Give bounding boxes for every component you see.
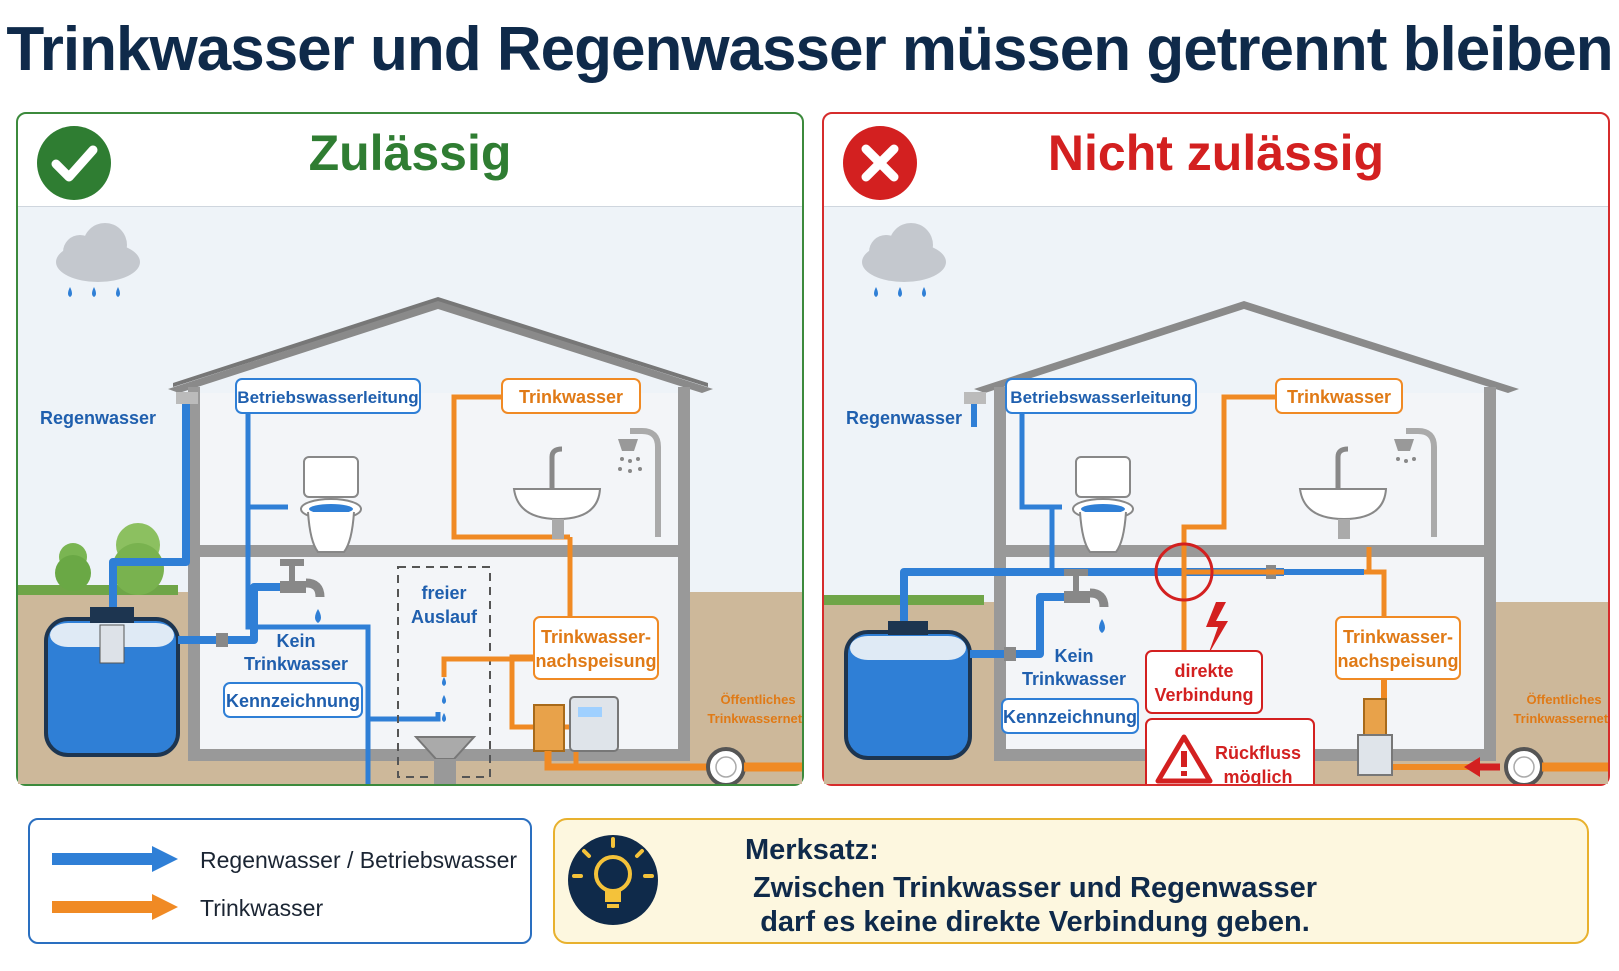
rain-cloud-icon — [56, 223, 140, 297]
label-marking: Kennzeichnung — [226, 691, 360, 711]
blue-arrow-icon — [52, 846, 178, 872]
merksatz-line-2: darf es keine direkte Verbindung geben. — [760, 906, 1310, 938]
panel-not-allowed-header: Nicht zulässig — [824, 114, 1608, 207]
merksatz-box: Merksatz: Zwischen Trinkwasser und Regen… — [553, 818, 1589, 944]
page-title: Trinkwasser und Regenwasser müssen getre… — [6, 15, 1613, 84]
panel-allowed: Zulässig — [16, 112, 804, 786]
panel-allowed-header: Zulässig — [18, 114, 802, 207]
funnel-icon — [413, 736, 477, 784]
label-public-1: Öffentliches — [1526, 692, 1601, 707]
label-not-drinking-1: Kein — [276, 631, 315, 651]
legend: Regenwasser / Betriebswasser Trinkwasser — [28, 818, 532, 944]
direct-connection-marker — [1154, 542, 1214, 602]
toilet-icon — [300, 456, 362, 553]
warning-icon — [1155, 734, 1213, 784]
lightbulb-icon — [568, 835, 658, 925]
label-backflow-1: Rückfluss — [1215, 743, 1301, 763]
label-rain: Regenwasser — [40, 408, 156, 428]
label-service-line: Betriebswasserleitung — [1010, 388, 1191, 407]
orange-arrow-icon — [52, 894, 178, 920]
label-public-2: Trinkwassernetz — [1513, 711, 1608, 726]
label-not-drinking-2: Trinkwasser — [1022, 669, 1126, 689]
shower-icon — [1394, 428, 1437, 537]
sink-icon — [512, 446, 602, 539]
label-refill-2: nachspeisung — [1337, 651, 1458, 671]
rain-tank — [44, 607, 180, 757]
label-drinking: Trinkwasser — [519, 387, 623, 407]
label-refill-1: Trinkwasser- — [541, 627, 651, 647]
panel-allowed-heading: Zulässig — [308, 125, 512, 181]
checkmark-icon — [37, 126, 111, 200]
panel-not-allowed: Nicht zulässig Regenwasser — [822, 112, 1610, 786]
label-marking: Kennzeichnung — [1003, 707, 1137, 727]
scene-allowed: Regenwasser Kein Trinkwasser Kennzeichnu… — [18, 207, 802, 784]
refill-unit — [1357, 698, 1393, 776]
label-drinking: Trinkwasser — [1287, 387, 1391, 407]
legend-label-drinking: Trinkwasser — [200, 895, 324, 921]
rain-cloud-icon — [862, 223, 946, 297]
label-not-drinking-1: Kein — [1054, 646, 1093, 666]
tap-icon — [1064, 569, 1109, 633]
label-backflow-2: möglich — [1223, 767, 1292, 784]
label-refill-2: nachspeisung — [535, 651, 656, 671]
label-public-1: Öffentliches — [720, 692, 795, 707]
water-meter-icon — [1464, 747, 1608, 784]
label-refill-1: Trinkwasser- — [1343, 627, 1453, 647]
lightning-icon — [1206, 602, 1228, 655]
label-direct-1: direkte — [1174, 661, 1233, 681]
label-rain: Regenwasser — [846, 408, 962, 428]
legend-item-drinking: Trinkwasser — [30, 888, 530, 928]
panel-not-allowed-heading: Nicht zulässig — [1047, 125, 1385, 181]
label-direct-2: Verbindung — [1155, 685, 1254, 705]
tap-icon — [280, 559, 325, 623]
label-not-drinking-2: Trinkwasser — [244, 654, 348, 674]
label-public-2: Trinkwassernetz — [707, 711, 802, 726]
merksatz-line-1: Zwischen Trinkwasser und Regenwasser — [752, 872, 1318, 904]
label-free-outlet-2: Auslauf — [411, 607, 478, 627]
label-service-line: Betriebswasserleitung — [237, 388, 418, 407]
legend-item-rainwater: Regenwasser / Betriebswasser — [30, 840, 530, 880]
bush-icon — [55, 523, 164, 595]
merksatz-title: Merksatz: — [745, 834, 879, 866]
cross-icon — [843, 126, 917, 200]
refill-unit — [533, 696, 708, 771]
scene-not-allowed: Regenwasser Kein Trinkwasser Kennzeichnu… — [824, 207, 1608, 784]
toilet-icon — [1072, 456, 1134, 553]
water-meter-icon — [706, 747, 802, 784]
label-free-outlet-1: freier — [421, 583, 466, 603]
shower-icon — [618, 428, 661, 537]
legend-label-rainwater: Regenwasser / Betriebswasser — [200, 847, 518, 873]
rain-tank — [844, 621, 972, 760]
sink-icon — [1298, 446, 1388, 539]
